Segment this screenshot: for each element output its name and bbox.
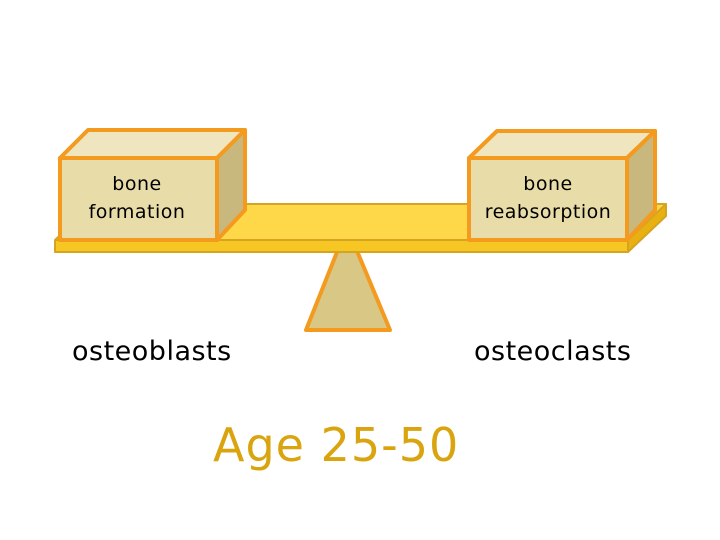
right-box-top xyxy=(467,129,657,160)
osteoblasts-caption: osteoblasts xyxy=(72,336,232,367)
osteoclasts-caption: osteoclasts xyxy=(474,336,632,367)
bone-reabsorption-label: bone reabsorption xyxy=(484,173,612,223)
bone-formation-label: bone formation xyxy=(88,173,186,223)
left-box-top xyxy=(58,128,247,160)
bone-formation-box xyxy=(58,128,247,242)
beam-side-face xyxy=(627,203,667,253)
bone-reabsorption-box xyxy=(467,129,657,242)
fulcrum-triangle xyxy=(304,225,392,332)
left-box-front xyxy=(58,156,219,242)
right-box-front xyxy=(467,156,629,242)
age-range-label: Age 25-50 xyxy=(213,418,460,472)
